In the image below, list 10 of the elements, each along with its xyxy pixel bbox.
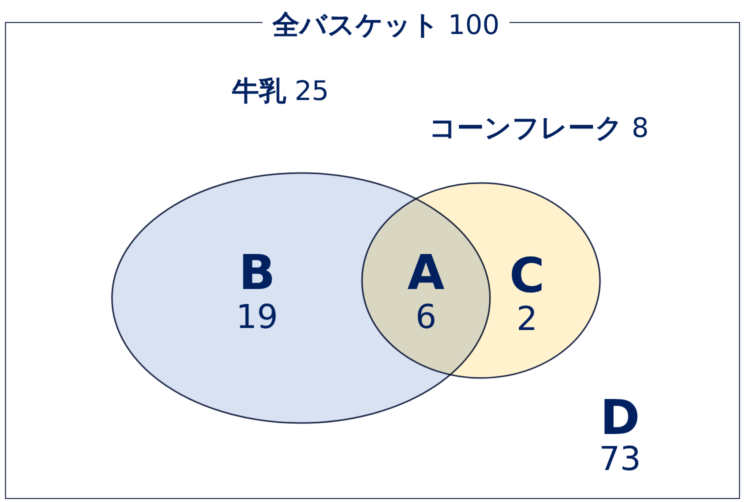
region-count: 6 bbox=[414, 299, 438, 335]
region-letter: B bbox=[238, 248, 276, 298]
region-count: 19 bbox=[235, 299, 279, 335]
region-count: 2 bbox=[516, 301, 538, 337]
region-letter: C bbox=[508, 251, 546, 301]
region-letter: A bbox=[406, 248, 446, 298]
set-label: コーンフレーク 8 bbox=[429, 113, 649, 145]
set-label: 牛乳 25 bbox=[232, 76, 329, 108]
region-count: 73 bbox=[598, 441, 642, 477]
region-letter: D bbox=[599, 393, 641, 443]
